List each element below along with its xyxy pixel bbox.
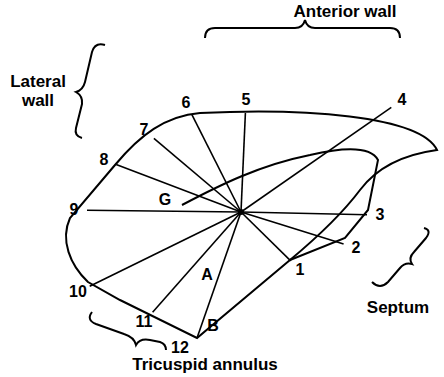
- radial-line: [87, 210, 241, 212]
- callout-number: 8: [100, 151, 109, 169]
- region-label: Tricuspid annulus: [132, 356, 277, 375]
- annulus-brace: [90, 312, 166, 350]
- point-letter: A: [201, 266, 213, 284]
- radial-line: [192, 115, 241, 212]
- radial-lines: [87, 107, 391, 338]
- lateral-brace: [76, 44, 105, 138]
- callout-number: 10: [69, 283, 87, 301]
- callout-number: 5: [242, 91, 251, 109]
- callout-number: 4: [398, 91, 407, 109]
- septum-brace: [372, 228, 429, 286]
- outer-outline: [66, 112, 437, 338]
- callout-number: 6: [182, 94, 191, 112]
- callout-number: 12: [171, 339, 189, 357]
- radial-line: [241, 113, 245, 212]
- callout-number: 3: [376, 206, 385, 224]
- callout-number: 1: [296, 261, 305, 279]
- radial-line: [153, 212, 241, 312]
- radial-line: [241, 212, 344, 244]
- center-point: [238, 209, 244, 215]
- anterior-brace: [205, 20, 400, 38]
- callout-number: 9: [70, 201, 79, 219]
- callout-number: 2: [352, 239, 361, 257]
- point-letter: B: [207, 317, 219, 335]
- radial-line: [241, 212, 367, 215]
- point-letter: G: [159, 191, 171, 209]
- radial-line: [154, 138, 241, 212]
- callout-number: 11: [136, 313, 153, 331]
- radial-line: [241, 107, 391, 212]
- region-label: Septum: [367, 299, 429, 318]
- region-label: Lateral wall: [2, 73, 74, 110]
- radial-line: [116, 165, 241, 212]
- inner-outline: [182, 149, 378, 260]
- callout-number: 7: [140, 121, 149, 139]
- radial-line: [197, 212, 241, 338]
- region-label: Anterior wall: [294, 3, 397, 22]
